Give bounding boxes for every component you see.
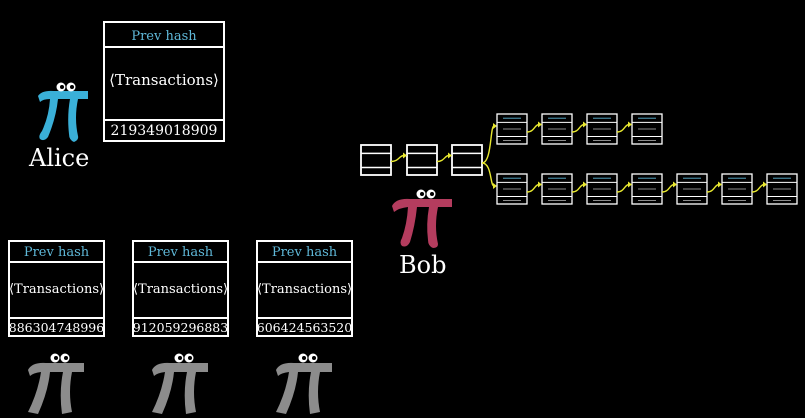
- chain-arrow: [526, 123, 540, 133]
- alice-pi-creature-icon: [38, 82, 88, 142]
- chain-arrow-head: [583, 181, 587, 188]
- chain-arrow-head: [403, 152, 407, 159]
- block-divider: [10, 261, 103, 263]
- other-block-1: Prev hash ⟨Transactions⟩ 886304748996: [8, 240, 105, 337]
- block-divider: [258, 261, 351, 263]
- chain-arrow-head: [628, 181, 632, 188]
- chain-arrow: [661, 183, 675, 193]
- chain-arrow-head: [583, 121, 587, 128]
- transactions-label: ⟨Transactions⟩: [132, 281, 229, 297]
- gray-pi-creature-icon: [28, 353, 84, 414]
- gray-pi-creature-icon: [276, 353, 332, 414]
- bob-name: Bob: [399, 251, 447, 279]
- chain-block: [586, 113, 618, 145]
- proof-number: 886304748996: [8, 320, 105, 335]
- chain-arrow-head: [448, 152, 452, 159]
- block-divider: [10, 317, 103, 319]
- chain-arrow: [481, 125, 495, 164]
- transactions-label: ⟨Transactions⟩: [8, 281, 105, 297]
- transactions-label: ⟨Transactions⟩: [256, 281, 353, 297]
- prev-hash-label: Prev hash: [271, 244, 338, 260]
- block-divider: [258, 317, 351, 319]
- prev-hash-label: Prev hash: [131, 28, 197, 44]
- chain-arrow-head: [718, 181, 722, 188]
- block-divider: [134, 261, 227, 263]
- chain-arrow: [616, 123, 630, 133]
- chain-arrow: [481, 162, 495, 187]
- alice-block: Prev hash ⟨Transactions⟩ 219349018909: [103, 21, 225, 142]
- prev-hash-label: Prev hash: [147, 244, 214, 260]
- alice-name: Alice: [29, 144, 90, 172]
- chain-arrow: [436, 154, 450, 163]
- chain-arrow: [706, 183, 720, 193]
- chain-arrow: [571, 123, 585, 133]
- chain-block: [541, 173, 573, 205]
- chain-arrow-head: [493, 183, 497, 189]
- block-divider: [105, 46, 223, 48]
- chain-arrow: [751, 183, 765, 193]
- chain-arrow: [390, 154, 405, 163]
- chain-arrow-head: [763, 181, 767, 188]
- chain-arrow-head: [538, 121, 542, 128]
- chain-arrow-head: [538, 181, 542, 188]
- block-divider: [134, 317, 227, 319]
- chain-block: [406, 144, 438, 176]
- chain-block: [451, 144, 483, 176]
- chain-arrow-head: [493, 123, 497, 129]
- gray-pi-creature-icon: [152, 353, 208, 414]
- chain-block: [360, 144, 392, 176]
- proof-number: 219349018909: [110, 123, 218, 139]
- chain-arrow-head: [628, 121, 632, 128]
- chain-arrow: [571, 183, 585, 193]
- transactions-label: ⟨Transactions⟩: [109, 71, 219, 89]
- chain-arrow: [616, 183, 630, 193]
- block-divider: [105, 119, 223, 121]
- chain-arrow: [526, 183, 540, 193]
- other-block-3: Prev hash ⟨Transactions⟩ 606424563520: [256, 240, 353, 337]
- proof-number: 912059296883: [132, 320, 229, 335]
- prev-hash-label: Prev hash: [23, 244, 90, 260]
- proof-number: 606424563520: [256, 320, 353, 335]
- chain-arrow-head: [673, 181, 677, 188]
- bob-pi-creature-icon: [392, 189, 452, 248]
- other-block-2: Prev hash ⟨Transactions⟩ 912059296883: [132, 240, 229, 337]
